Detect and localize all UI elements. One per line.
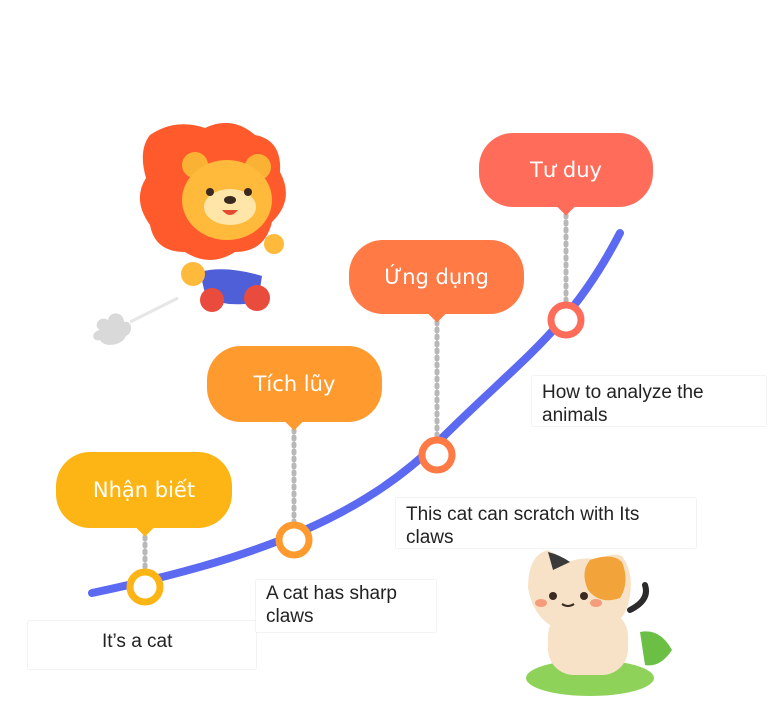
stage-label-2-text: Tích lũy: [253, 372, 336, 396]
stage-description-1: It’s a cat: [28, 621, 256, 669]
cat-mascot-icon: [526, 550, 672, 696]
lion-mascot-icon: [93, 122, 286, 345]
stage-label-1-text: Nhận biết: [92, 478, 196, 502]
stage-description-3: This cat can scratch with Its claws: [396, 498, 696, 548]
stage-marker-3: [418, 436, 456, 474]
stage-marker-4: [547, 301, 585, 339]
stage-label-4-text: Tư duy: [530, 158, 602, 182]
stage-description-4: How to analyze the animals: [532, 376, 766, 426]
stage-marker-1: [126, 568, 164, 606]
stage-marker-2: [275, 521, 313, 559]
stage-label-1: Nhận biết: [56, 452, 232, 528]
stage-label-3-text: Ứng dụng: [384, 265, 489, 289]
stage-description-2: A cat has sharp claws: [256, 580, 436, 632]
stage-label-2: Tích lũy: [207, 346, 382, 422]
stage-label-3: Ứng dụng: [349, 240, 524, 314]
stage-label-4: Tư duy: [479, 133, 653, 207]
